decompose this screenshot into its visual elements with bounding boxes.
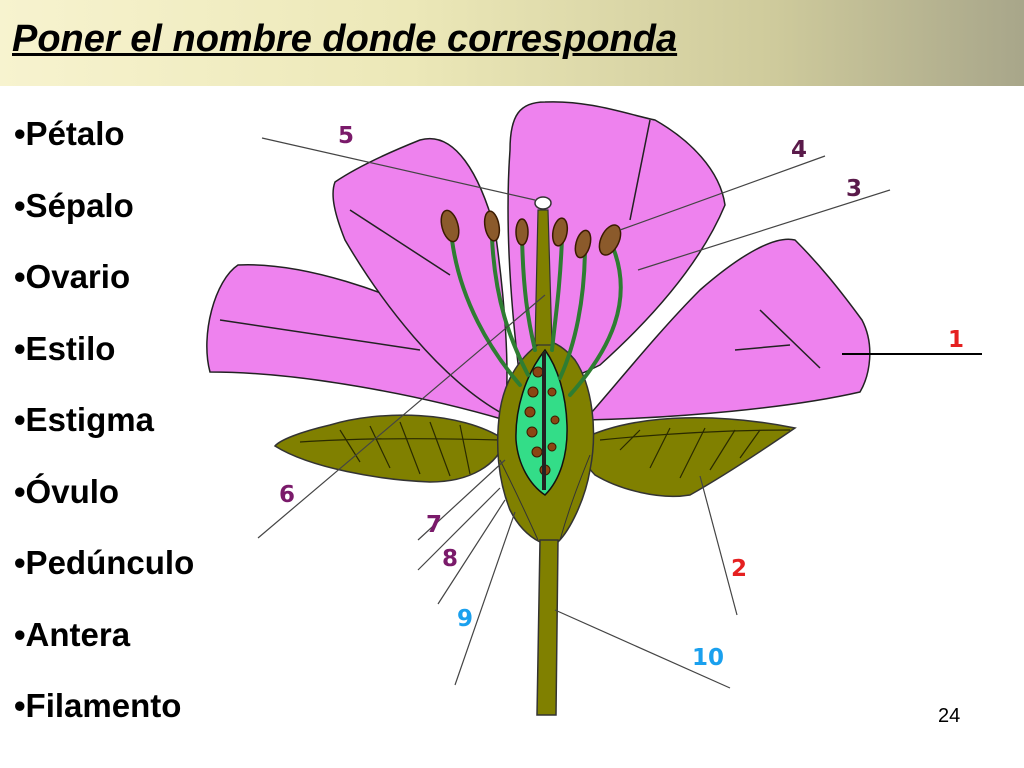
label-6: 6 — [279, 482, 295, 508]
label-8: 8 — [442, 546, 458, 572]
sepal-left — [273, 414, 506, 483]
number-labels: 1 2 3 4 5 6 7 8 9 10 — [279, 123, 964, 671]
label-9: 9 — [457, 606, 473, 632]
sepal-right — [579, 417, 797, 498]
term-petalo: •Pétalo — [14, 115, 125, 152]
anthers — [440, 209, 622, 259]
label-10: 10 — [692, 645, 724, 671]
term-estigma: •Estigma — [14, 401, 154, 438]
term-sepalo: •Sépalo — [14, 186, 134, 224]
sepals — [273, 414, 797, 498]
peduncle — [536, 539, 559, 716]
label-2: 2 — [731, 556, 747, 582]
term-filamento: •Filamento — [14, 687, 182, 724]
page-number: 24 — [938, 705, 961, 727]
title-bar: Poner el nombre donde corresponda — [0, 0, 1024, 86]
term-peduncle: •Pedúnculo — [14, 544, 195, 581]
term-list: •Pétalo •Sépalo •Ovario •Estilo •Estigma… — [14, 110, 194, 754]
label-5: 5 — [338, 123, 354, 149]
term-ovulo: •Óvulo — [14, 472, 120, 510]
slide-title: Poner el nombre donde corresponda — [12, 18, 678, 60]
term-estilo: •Estilo — [14, 329, 116, 367]
petal-right — [583, 238, 871, 421]
term-antera: •Antera — [14, 615, 131, 653]
filaments — [450, 233, 623, 397]
petal-left — [332, 137, 508, 417]
leader-lines — [257, 137, 982, 689]
term-ovario: •Ovario — [14, 258, 131, 295]
ovary — [496, 339, 595, 543]
label-3: 3 — [846, 176, 862, 202]
stigma — [534, 196, 552, 210]
ovary-chamber — [515, 348, 568, 496]
label-1: 1 — [948, 327, 964, 353]
label-7: 7 — [426, 512, 442, 538]
label-4: 4 — [791, 137, 807, 163]
